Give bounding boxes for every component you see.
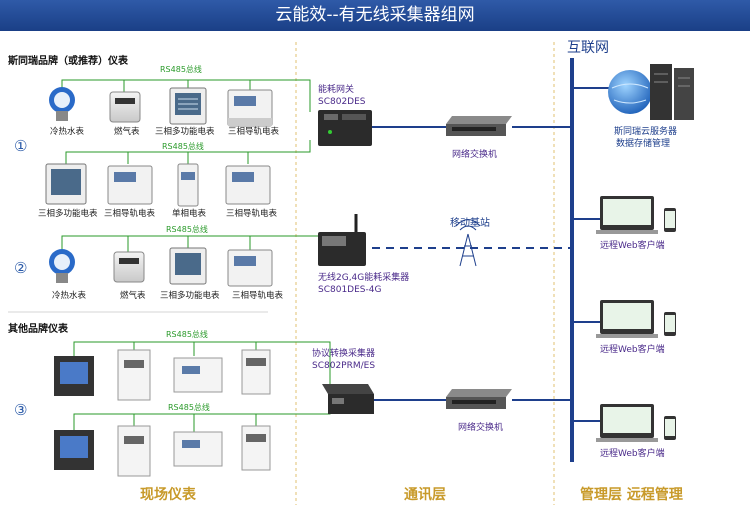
label-r1-3: 三相导轨电表 bbox=[228, 126, 280, 137]
label-r2-3: 三相导轨电表 bbox=[226, 208, 278, 219]
protocol-collector-name: 协议转换采集器 bbox=[312, 347, 375, 359]
wireless-collector-icon bbox=[318, 214, 366, 266]
label-r3-1: 燃气表 bbox=[120, 290, 146, 301]
wireless-collector-name: 无线2G,4G能耗采集器 bbox=[318, 271, 409, 283]
internet-label: 互联网 bbox=[567, 40, 609, 56]
label-r3-0: 冷热水表 bbox=[52, 290, 87, 301]
bus-label-4: RS485总线 bbox=[166, 329, 208, 339]
network-switch-icon-2 bbox=[446, 389, 512, 409]
web-client-icon-1 bbox=[596, 196, 676, 234]
web-client-label-3: 远程Web客户端 bbox=[600, 447, 665, 459]
label-r3-3: 三相导轨电表 bbox=[232, 290, 284, 301]
server-line-1: 斯同瑞云服务器 bbox=[614, 125, 677, 137]
group-number-1: ① bbox=[14, 137, 27, 155]
label-r1-2: 三相多功能电表 bbox=[155, 126, 215, 137]
water-meter-row1 bbox=[49, 87, 75, 121]
cell-tower-icon bbox=[455, 219, 481, 267]
label-r2-2: 单相电表 bbox=[172, 208, 207, 219]
gas-meter-row1 bbox=[109, 91, 141, 123]
cloud-server-icon bbox=[608, 64, 694, 120]
gateway-name: 能耗网关 bbox=[318, 83, 354, 95]
three-phase-din-meter-row2b bbox=[225, 165, 271, 205]
wireless-collector-model: SC801DES-4G bbox=[318, 285, 381, 295]
bus-label-2: RS485总线 bbox=[162, 141, 204, 151]
label-r1-0: 冷热水表 bbox=[50, 126, 85, 137]
three-phase-din-meter-row3 bbox=[227, 249, 273, 287]
other-brand-heading: 其他品牌仪表 bbox=[8, 322, 69, 335]
three-phase-multifunction-meter-row1 bbox=[169, 87, 207, 125]
switch-label-2: 网络交换机 bbox=[458, 421, 503, 433]
section-mgmt: 管理层 远程管理 bbox=[580, 486, 683, 503]
energy-gateway-icon bbox=[318, 110, 372, 146]
three-phase-din-meter-row1 bbox=[227, 89, 273, 127]
bus-label-1: RS485总线 bbox=[160, 64, 202, 74]
network-links bbox=[372, 87, 610, 422]
web-client-icon-2 bbox=[596, 300, 676, 338]
three-phase-din-meter-row2a bbox=[107, 165, 153, 205]
section-comm: 通讯层 bbox=[404, 487, 446, 503]
switch-label-1: 网络交换机 bbox=[452, 148, 497, 160]
gateway-model: SC802DES bbox=[318, 97, 366, 107]
bus-label-5: RS485总线 bbox=[168, 402, 210, 412]
web-client-icon-3 bbox=[596, 404, 676, 442]
group-number-2: ② bbox=[14, 259, 27, 277]
three-phase-multifunction-meter-row2 bbox=[45, 163, 87, 205]
three-phase-multifunction-meter-row3 bbox=[169, 247, 207, 285]
other-brand-meters bbox=[54, 349, 271, 477]
water-meter-row3 bbox=[49, 249, 75, 283]
protocol-collector-model: SC802PRM/ES bbox=[312, 361, 375, 371]
web-client-label-2: 远程Web客户端 bbox=[600, 343, 665, 355]
bus-label-3: RS485总线 bbox=[166, 224, 208, 234]
base-station-label: 移动基站 bbox=[450, 216, 490, 229]
label-r2-1: 三相导轨电表 bbox=[104, 208, 156, 219]
group-number-3: ③ bbox=[14, 401, 27, 419]
label-r2-0: 三相多功能电表 bbox=[38, 208, 98, 219]
server-line-2: 数据存储管理 bbox=[616, 137, 670, 149]
page-title: 云能效--有无线采集器组网 bbox=[0, 0, 750, 31]
network-switch-icon-1 bbox=[446, 116, 512, 136]
network-diagram: 互联网 斯同瑞品牌（或推荐）仪表 其他品牌仪表 ① ② ③ RS485总线 RS… bbox=[8, 40, 694, 505]
label-r3-2: 三相多功能电表 bbox=[160, 290, 220, 301]
brand-heading: 斯同瑞品牌（或推荐）仪表 bbox=[8, 54, 129, 67]
label-r1-1: 燃气表 bbox=[114, 126, 140, 137]
protocol-converter-icon bbox=[322, 384, 374, 414]
gas-meter-row3 bbox=[113, 251, 145, 283]
section-field: 现场仪表 bbox=[140, 486, 197, 503]
web-client-label-1: 远程Web客户端 bbox=[600, 239, 665, 251]
single-phase-meter-row2 bbox=[177, 163, 199, 207]
